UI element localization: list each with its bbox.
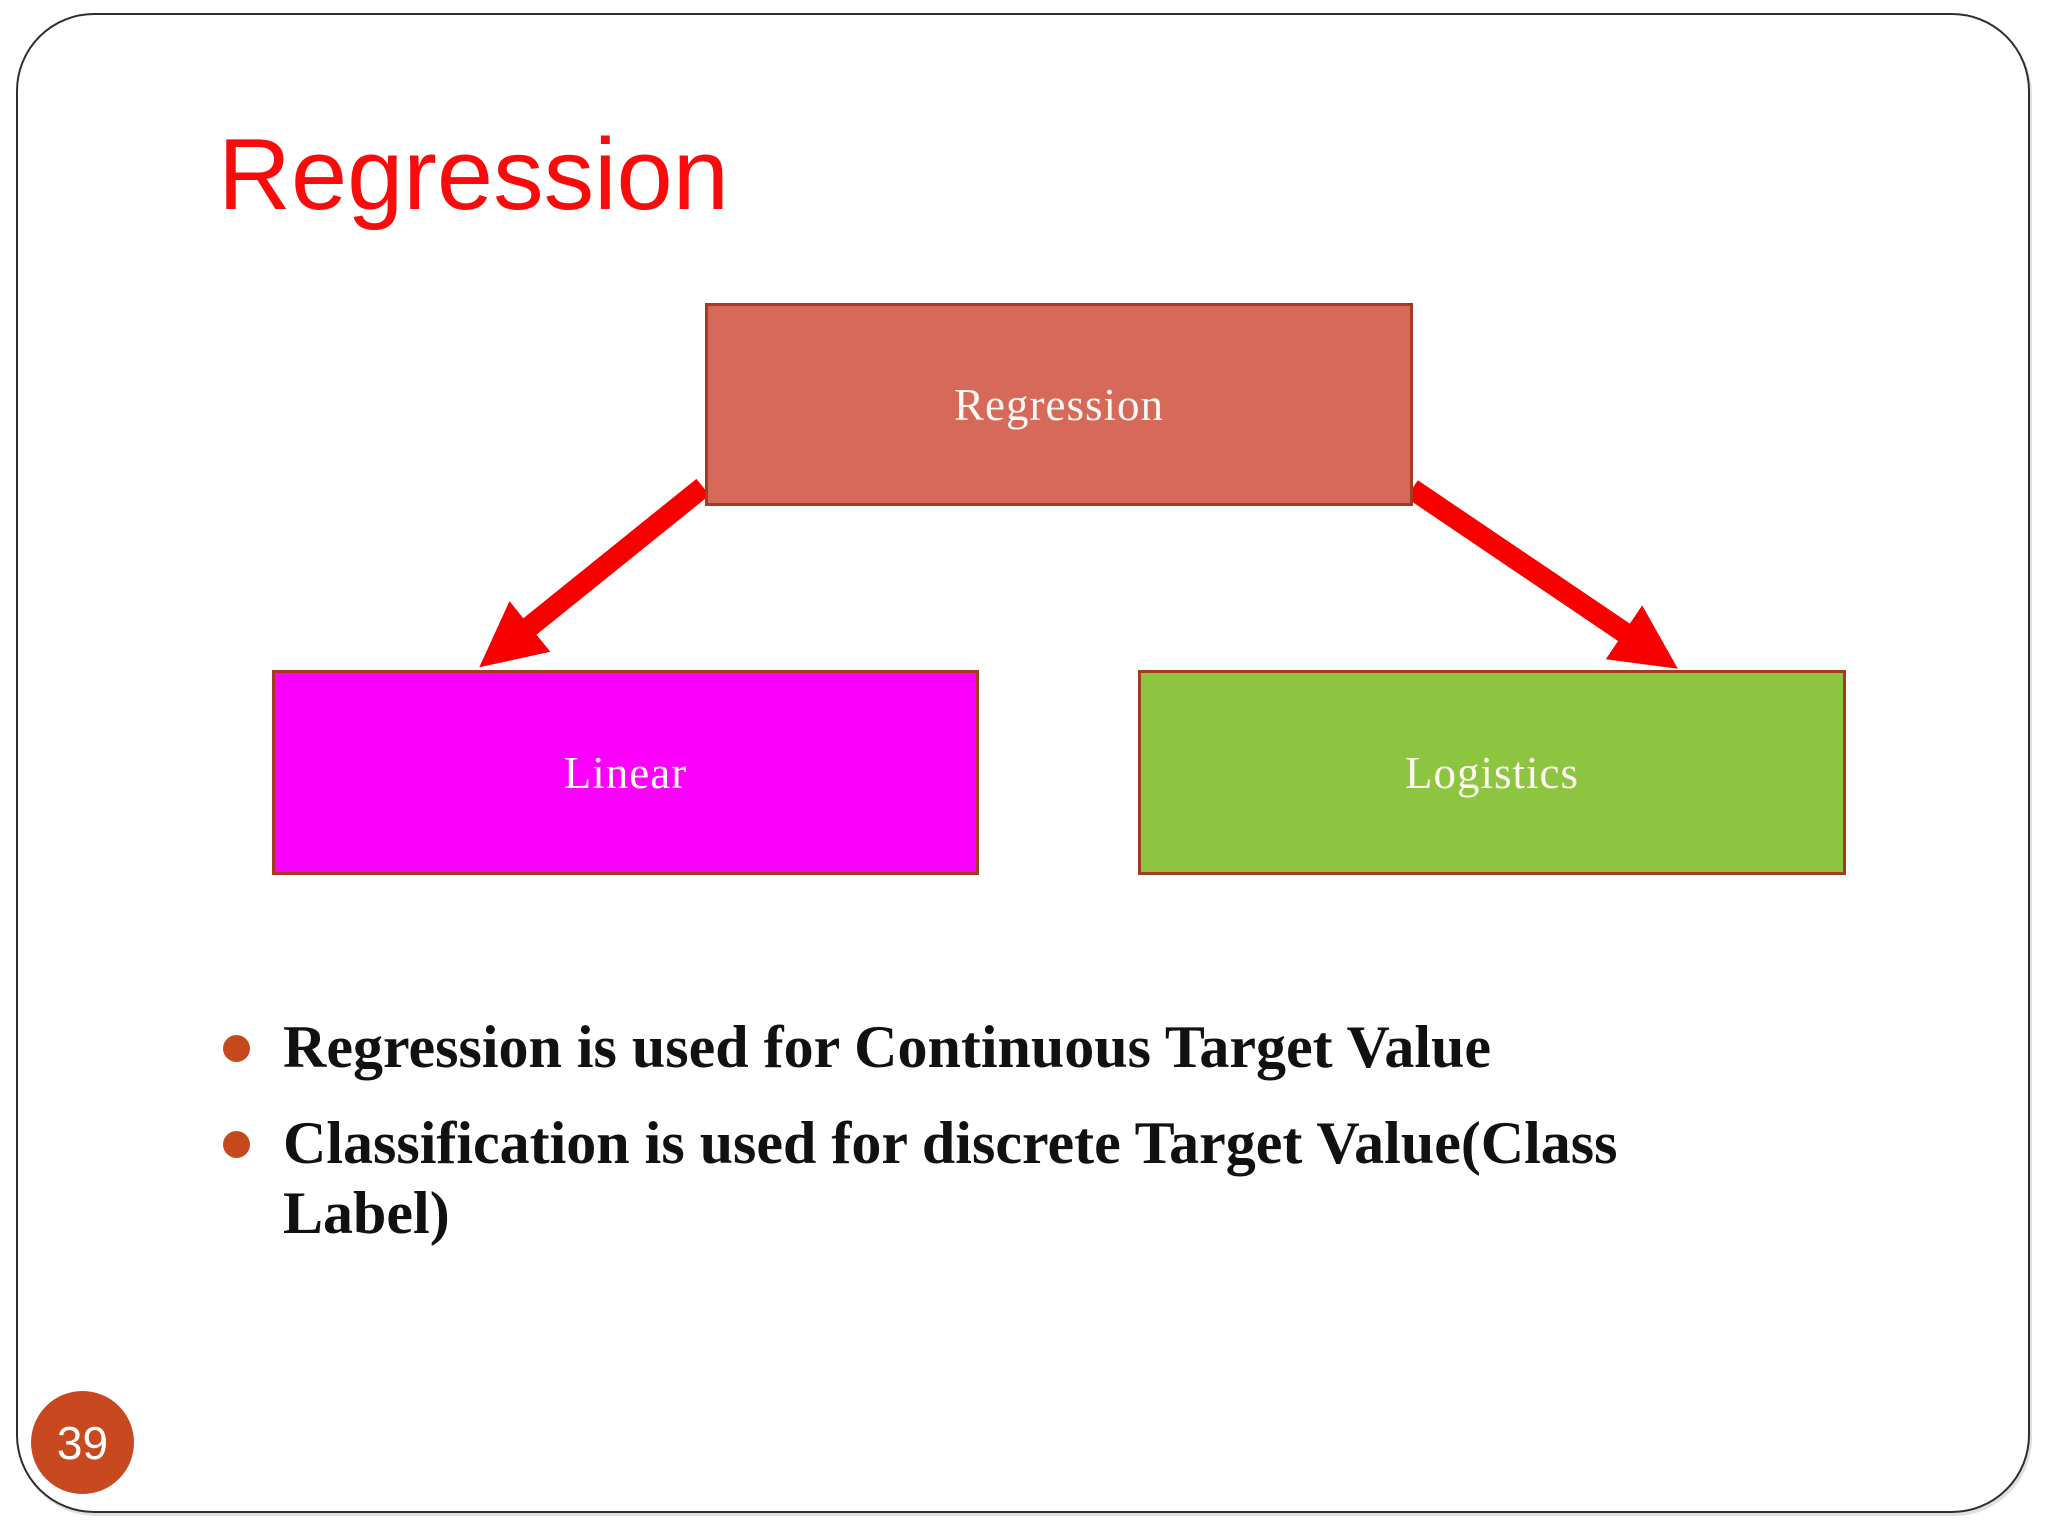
diagram-node-regression: Regression bbox=[705, 303, 1413, 506]
page-number: 39 bbox=[56, 1416, 109, 1469]
bullet-icon bbox=[223, 1035, 250, 1062]
page-title: Regression bbox=[218, 119, 729, 231]
diagram-node-linear: Linear bbox=[272, 670, 979, 875]
diagram-node-logistics-label: Logistics bbox=[1405, 747, 1579, 798]
diagram-node-regression-label: Regression bbox=[954, 379, 1164, 430]
bullet-text: Regression is used for Continuous Target… bbox=[283, 1014, 1492, 1080]
bullet-text: Label) bbox=[283, 1180, 450, 1246]
diagram-node-linear-label: Linear bbox=[563, 747, 688, 798]
bullet-icon bbox=[223, 1131, 250, 1158]
bullet-text: Classification is used for discrete Targ… bbox=[283, 1110, 1618, 1176]
list-item: Regression is used for Continuous Target… bbox=[223, 1012, 1963, 1082]
page-number-badge: 39 bbox=[31, 1391, 134, 1494]
list-item: Classification is used for discrete Targ… bbox=[223, 1108, 1963, 1248]
bullet-list: Regression is used for Continuous Target… bbox=[223, 1012, 1963, 1274]
diagram-node-logistics: Logistics bbox=[1138, 670, 1846, 875]
